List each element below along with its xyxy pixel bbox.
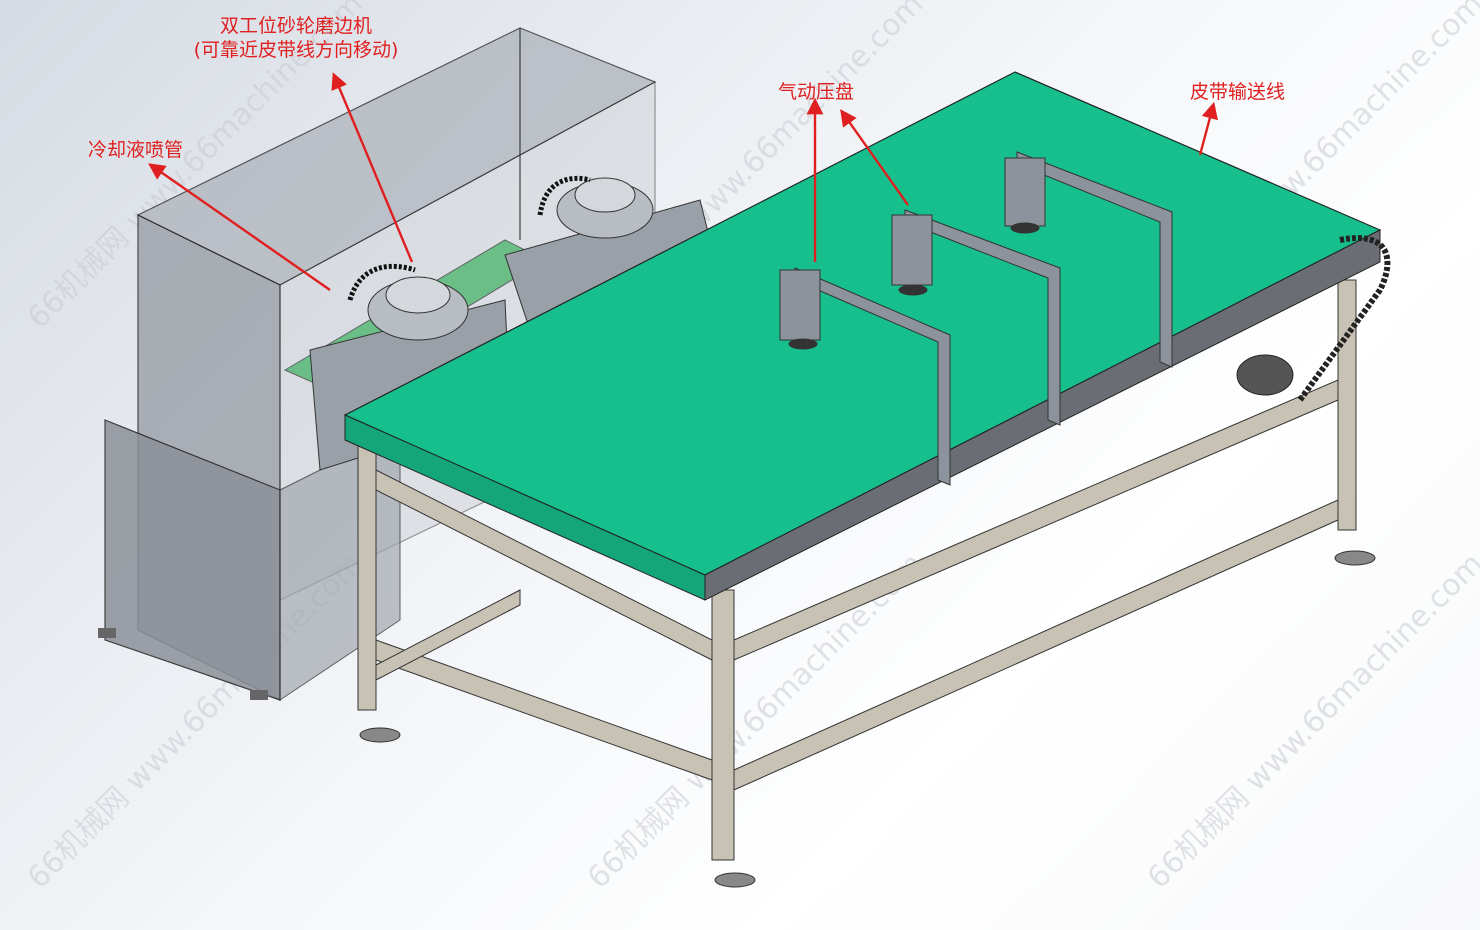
- arrow-coolant: [148, 163, 331, 291]
- support-frame: [357, 279, 1376, 888]
- annotation-arrows: [148, 72, 1218, 291]
- label-pneumatic: 气动压盘: [778, 81, 855, 103]
- label-grinder: 双工位砂轮磨边机 (可靠近皮带线方向移动): [176, 14, 416, 62]
- arrow-belt: [1198, 101, 1218, 156]
- arrow-grinder: [331, 72, 414, 263]
- label-grinder-line1: 双工位砂轮磨边机: [219, 15, 372, 37]
- label-coolant: 冷却液喷管: [88, 139, 184, 161]
- pneumatic-presses: [779, 151, 1173, 486]
- watermark-6: 66机械网 www.66machine.com: [1141, 546, 1480, 895]
- label-grinder-line2: (可靠近皮带线方向移动): [193, 39, 399, 61]
- arrow-pneumatic-2: [840, 109, 909, 206]
- label-belt: 皮带输送线: [1190, 81, 1286, 103]
